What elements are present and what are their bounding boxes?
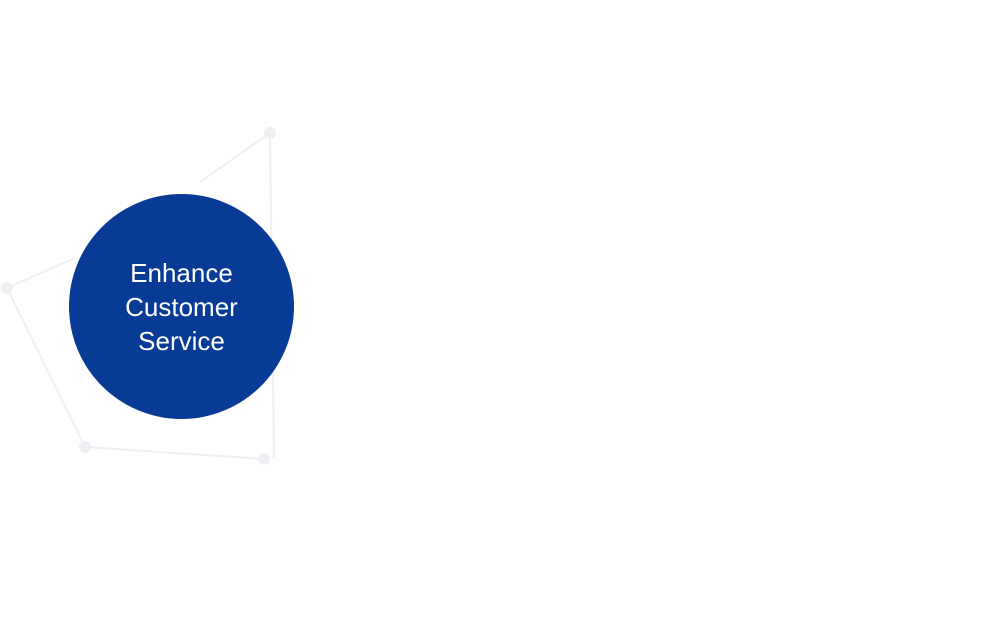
network-node [258,453,270,465]
hub-label: Enhance Customer Service [125,257,238,356]
hub-circle: Enhance Customer Service [69,194,294,419]
network-node [264,127,276,139]
network-edge [84,446,265,460]
network-node [79,441,91,453]
network-edge [6,287,86,448]
network-edge [199,132,271,183]
network-edge [6,257,76,289]
network-node [1,282,13,294]
